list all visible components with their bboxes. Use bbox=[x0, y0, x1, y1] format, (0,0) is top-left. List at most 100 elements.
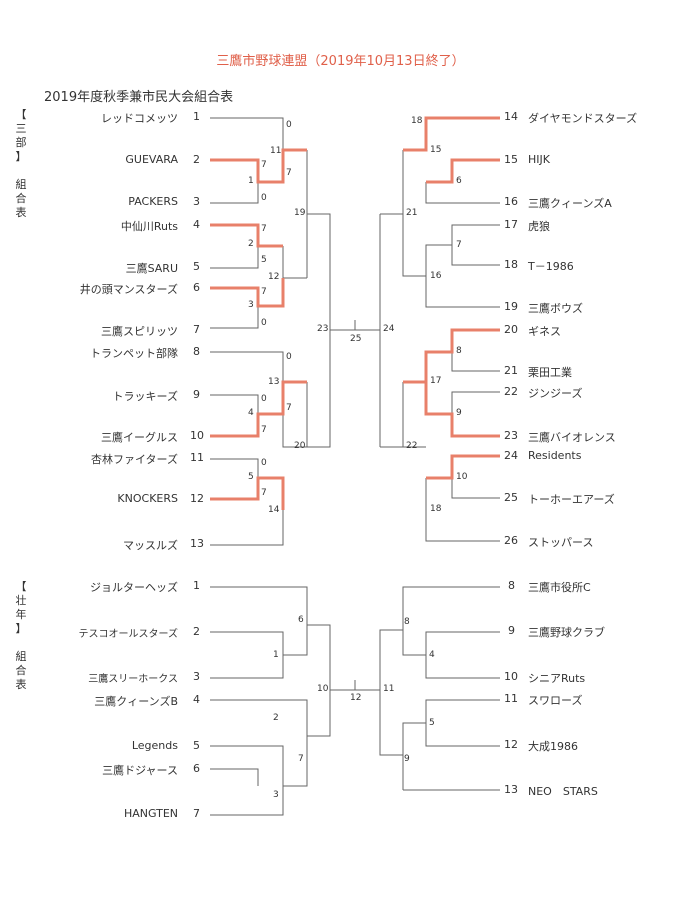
team-seed: 1 bbox=[193, 579, 200, 592]
team-seed: 11 bbox=[190, 451, 204, 464]
game-number: 3 bbox=[248, 300, 254, 310]
team-name: テスコオールスターズ bbox=[78, 629, 179, 640]
team-seed: 24 bbox=[504, 449, 518, 462]
score: 0 bbox=[286, 120, 292, 130]
team-seed: 10 bbox=[190, 429, 204, 442]
game-number: 7 bbox=[456, 240, 462, 250]
game-number: 3 bbox=[273, 790, 279, 800]
team-name: 三鷹バイオレンス bbox=[528, 431, 616, 444]
team-name: スワローズ bbox=[528, 694, 583, 707]
team-seed: 5 bbox=[193, 739, 200, 752]
team-seed: 3 bbox=[193, 670, 200, 683]
team-name: トラッキーズ bbox=[112, 390, 178, 403]
team-name: NEO STARS bbox=[528, 785, 598, 798]
game-number: 25 bbox=[350, 334, 362, 344]
team-name: 井の頭マンスターズ bbox=[79, 283, 178, 296]
team-name: マッスルズ bbox=[123, 539, 178, 552]
team-name: ジンジーズ bbox=[528, 387, 583, 400]
game-number: 12 bbox=[268, 272, 280, 282]
team-name: レッドコメッツ bbox=[101, 112, 178, 125]
team-seed: 6 bbox=[193, 762, 200, 775]
team-seed: 25 bbox=[504, 491, 518, 504]
section-label-sanbu: 【三部】組合表 bbox=[15, 108, 27, 219]
team-seed: 22 bbox=[504, 385, 518, 398]
team-name: 三鷹ドジャース bbox=[102, 764, 178, 777]
score: 0 bbox=[261, 458, 267, 468]
team-seed: 9 bbox=[508, 624, 515, 637]
game-number: 4 bbox=[248, 408, 254, 418]
team-seed: 4 bbox=[193, 693, 200, 706]
section-label-sonen: 【壮年】組合表 bbox=[15, 580, 27, 691]
game-number: 4 bbox=[429, 650, 435, 660]
team-name: トーホーエアーズ bbox=[528, 493, 615, 506]
game-number: 24 bbox=[383, 324, 395, 334]
team-name: T－1986 bbox=[528, 260, 574, 273]
team-seed: 8 bbox=[508, 579, 515, 592]
game-number: 21 bbox=[406, 208, 418, 218]
team-seed: 2 bbox=[193, 625, 200, 638]
team-name: 三鷹クィーンズB bbox=[94, 695, 178, 708]
game-number: 16 bbox=[430, 271, 442, 281]
team-name: 三鷹市役所C bbox=[528, 581, 591, 594]
game-number: 11 bbox=[270, 146, 282, 156]
team-name: 三鷹ボウズ bbox=[528, 302, 583, 315]
game-number: 10 bbox=[317, 684, 329, 694]
game-number: 6 bbox=[298, 615, 304, 625]
team-seed: 7 bbox=[193, 323, 200, 336]
game-number: 8 bbox=[456, 346, 462, 356]
game-number: 2 bbox=[248, 239, 254, 249]
team-name: 三鷹野球クラブ bbox=[528, 626, 605, 639]
team-name: トランペット部隊 bbox=[90, 347, 178, 360]
team-seed: 17 bbox=[504, 218, 518, 231]
game-number: 12 bbox=[350, 693, 362, 703]
team-name: 三鷹クィーンズA bbox=[528, 197, 612, 210]
game-number: 23 bbox=[317, 324, 329, 334]
team-name: 杏林ファイターズ bbox=[90, 453, 178, 466]
team-name: 虎狼 bbox=[528, 220, 550, 233]
team-seed: 4 bbox=[193, 218, 200, 231]
team-name: 三鷹SARU bbox=[125, 262, 178, 275]
game-number: 17 bbox=[430, 376, 442, 386]
game-number: 2 bbox=[273, 713, 279, 723]
score: 0 bbox=[286, 352, 292, 362]
team-seed: 11 bbox=[504, 692, 518, 705]
game-number: 15 bbox=[430, 145, 442, 155]
score: 7 bbox=[286, 168, 292, 178]
score: 5 bbox=[261, 255, 267, 265]
team-seed: 26 bbox=[504, 534, 518, 547]
score: 0 bbox=[261, 394, 267, 404]
team-seed: 9 bbox=[193, 388, 200, 401]
game-number: 8 bbox=[404, 617, 410, 627]
game-number: 1 bbox=[248, 176, 254, 186]
team-seed: 8 bbox=[193, 345, 200, 358]
game-number: 22 bbox=[406, 441, 418, 451]
game-number: 14 bbox=[268, 505, 280, 515]
game-number: 20 bbox=[294, 441, 306, 451]
team-seed: 12 bbox=[190, 492, 204, 505]
game-number: 10 bbox=[456, 472, 468, 482]
game-number: 1 bbox=[273, 650, 279, 660]
team-seed: 13 bbox=[190, 537, 204, 550]
game-number: 18 bbox=[411, 116, 423, 126]
team-seed: 15 bbox=[504, 153, 518, 166]
game-number: 7 bbox=[298, 754, 304, 764]
team-name: 中仙川Ruts bbox=[120, 220, 178, 233]
team-name: PACKERS bbox=[128, 195, 178, 208]
team-seed: 2 bbox=[193, 153, 200, 166]
team-name: Residents bbox=[528, 449, 582, 462]
team-name: HIJK bbox=[528, 153, 550, 166]
page-subtitle: 2019年度秋季兼市民大会組合表 bbox=[44, 90, 234, 105]
game-number: 11 bbox=[383, 684, 395, 694]
team-name: 大成1986 bbox=[528, 740, 578, 753]
game-number: 19 bbox=[294, 208, 306, 218]
team-seed: 10 bbox=[504, 670, 518, 683]
team-name: 栗田工業 bbox=[528, 366, 572, 379]
team-seed: 21 bbox=[504, 364, 518, 377]
team-seed: 5 bbox=[193, 260, 200, 273]
team-seed: 20 bbox=[504, 323, 518, 336]
team-seed: 12 bbox=[504, 738, 518, 751]
team-seed: 23 bbox=[504, 429, 518, 442]
score: 7 bbox=[286, 403, 292, 413]
